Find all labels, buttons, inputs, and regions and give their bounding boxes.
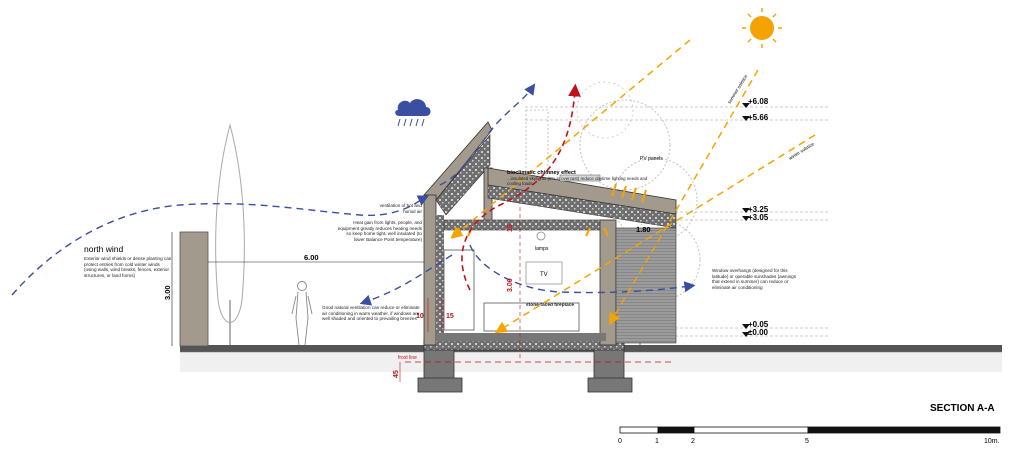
level-005: +0.05	[748, 320, 769, 329]
section-title: SECTION A-A	[930, 403, 995, 414]
frost-line-label: frost line	[398, 355, 417, 361]
cypress-tree	[215, 123, 245, 347]
wind-wall	[179, 231, 209, 347]
rain-cloud-icon	[395, 99, 431, 127]
scale-2: 2	[691, 438, 695, 445]
wind-arrows	[11, 83, 696, 306]
dim-300-wall: 3.00	[163, 285, 172, 300]
dimension-lines	[171, 232, 443, 382]
summer-solstice-label: summer solstice	[727, 73, 749, 104]
scale-1: 1	[655, 438, 659, 445]
dim-45: 45	[393, 370, 400, 378]
scale-10: 10m.	[984, 438, 1000, 445]
dim-10: 10	[416, 313, 424, 320]
hot-air-arrows	[405, 83, 675, 363]
skylight-note: ...insulated skylights (5% in overcast) …	[507, 176, 647, 186]
pv-label: PV panels	[640, 156, 663, 162]
lamp-icon	[536, 231, 546, 241]
chimney-label: bioclimatic chimney effect	[507, 170, 576, 176]
dim-600: 6.00	[304, 253, 319, 262]
dim-300-interior: 3.00	[507, 278, 514, 292]
dim-15: 15	[446, 313, 454, 320]
level-305: +3.05	[748, 213, 769, 222]
fireplace-note: stone-faced fireplace	[526, 303, 574, 308]
tv	[525, 261, 563, 285]
level-566: +5.66	[748, 113, 769, 122]
scale-5: 5	[805, 438, 809, 445]
level-608: +6.08	[748, 97, 769, 106]
tv-label: TV	[540, 272, 548, 278]
sun-rays	[450, 39, 816, 334]
level-325: +3.25	[748, 205, 769, 214]
scale-bar	[619, 426, 1001, 434]
level-000: ±0.00	[748, 328, 769, 337]
heat-gain-note: Heat gain from lights, people, and equip…	[338, 220, 422, 242]
dim-180: 1.80	[636, 225, 651, 234]
person-figure	[291, 281, 313, 346]
level-markers	[742, 103, 750, 337]
pv-panels	[611, 183, 647, 203]
lamps-label: lamps	[535, 246, 549, 252]
north-wind-label: north wind	[84, 244, 123, 254]
scale-0: 0	[618, 438, 622, 445]
ventilation-hot-note: ventilation of hot and humid air	[380, 203, 422, 214]
north-wind-note: Exterior wind shields or dense planting …	[84, 256, 171, 278]
sun-icon	[742, 8, 782, 48]
window-overhangs-note: Window overhangs (designed for this lati…	[712, 268, 796, 290]
foundations	[417, 339, 633, 393]
level-lines	[525, 106, 830, 337]
good-ventilation-note: Good natural ventilation can reduce or e…	[322, 305, 420, 321]
dim-15-upper: 15	[507, 224, 514, 232]
